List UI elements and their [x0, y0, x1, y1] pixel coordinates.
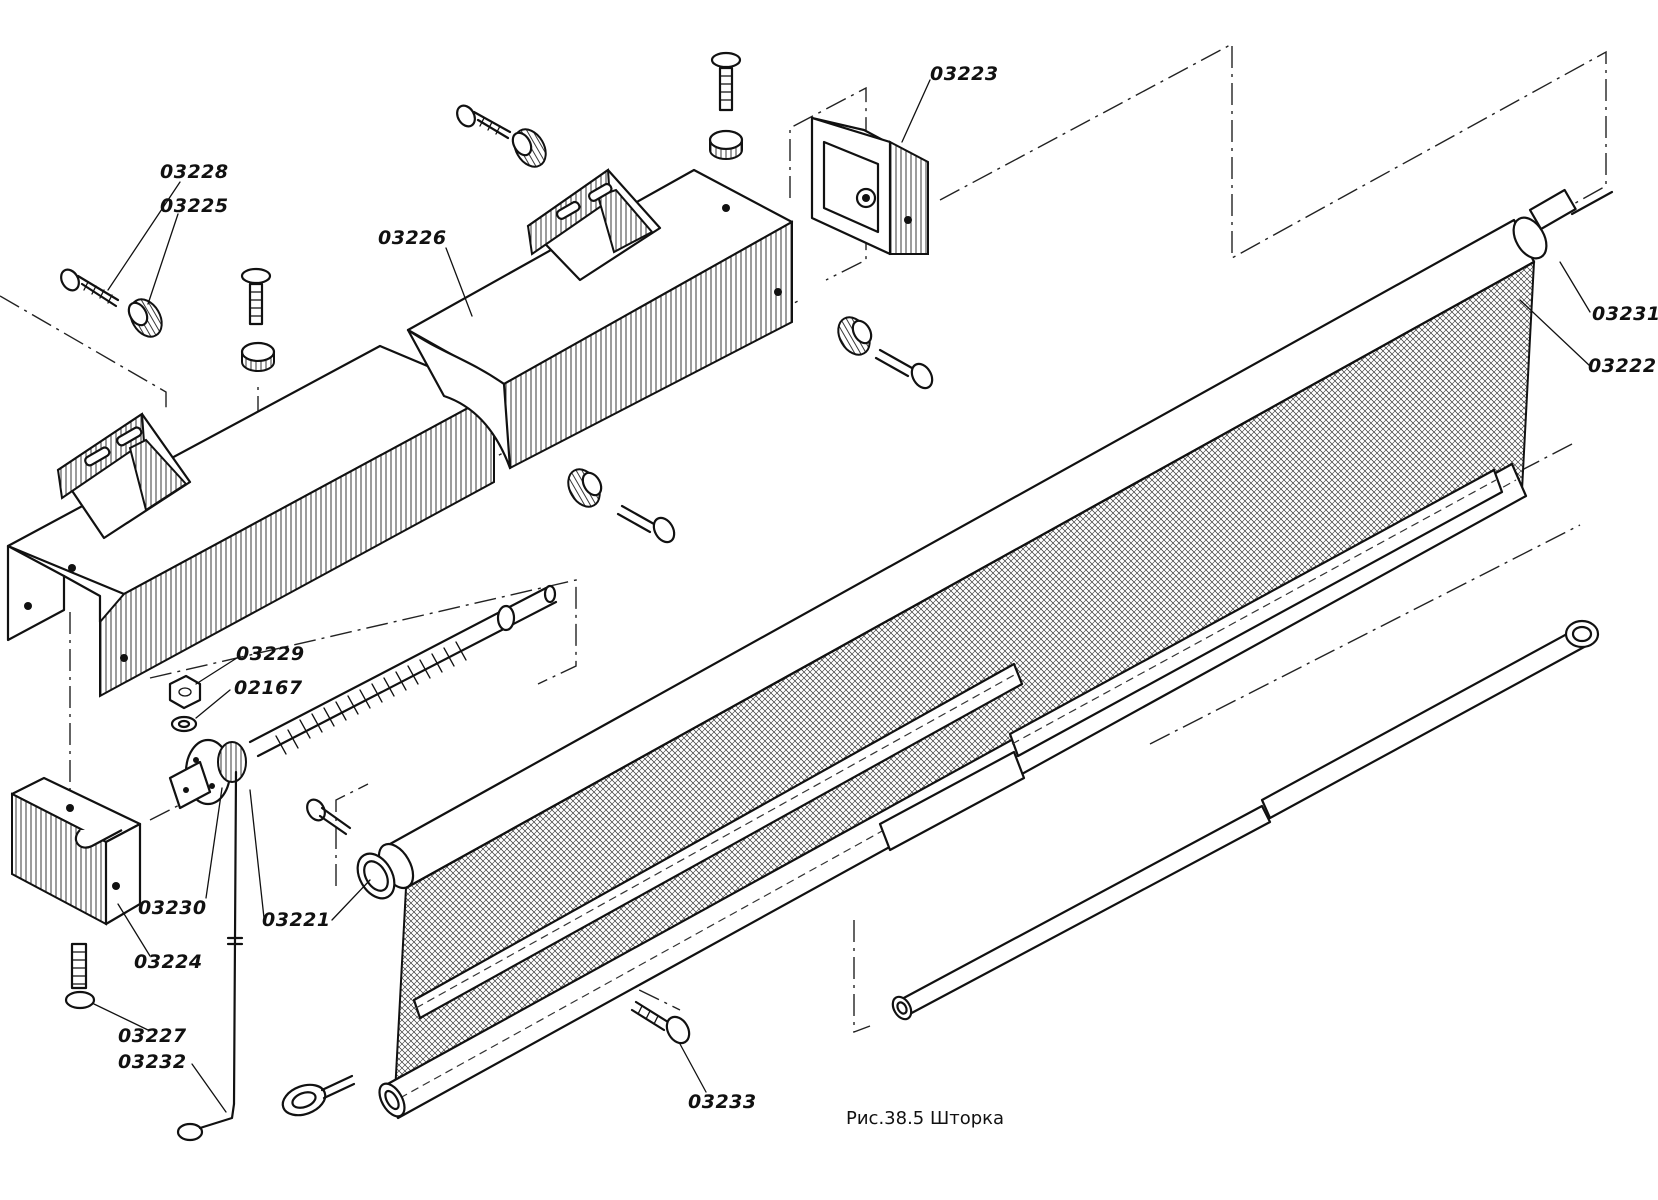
lower-rod [891, 619, 1600, 1021]
cord-end-ring [176, 1102, 236, 1142]
label-03229: 03229 [236, 643, 305, 665]
screw-03228 [60, 268, 120, 308]
screw-middle [567, 468, 676, 544]
label-03232: 03232 [118, 1051, 187, 1073]
pull-ring [281, 1074, 356, 1117]
label-03225: 03225 [160, 195, 229, 217]
washer-02167 [170, 715, 198, 733]
screw-03227 [64, 942, 96, 1010]
end-cap-03223 [810, 116, 930, 256]
end-block-03224 [10, 776, 142, 926]
screw-03233 [630, 1000, 691, 1045]
right-guide-rail [406, 168, 794, 470]
label-03231: 03231 [1592, 303, 1658, 325]
washer-03225 [127, 298, 163, 338]
screw-top-middle [456, 104, 547, 168]
label-03227: 03227 [118, 1025, 187, 1047]
telescopic-rod [412, 468, 1504, 1020]
spring-hub-03230 [168, 738, 247, 1106]
label-03233: 03233 [688, 1091, 757, 1113]
label-03230: 03230 [138, 897, 207, 919]
nut-03229 [168, 674, 202, 710]
leader-lines [93, 79, 1591, 1113]
label-03228: 03228 [160, 161, 229, 183]
label-03223: 03223 [930, 63, 999, 85]
label-03226: 03226 [378, 227, 447, 249]
fasteners [60, 51, 934, 1045]
screw-top-vertical [708, 51, 744, 160]
label-03224: 03224 [134, 951, 203, 973]
spring-shaft [248, 584, 558, 758]
screw-left-vertical [240, 267, 276, 372]
label-02167: 02167 [234, 677, 303, 699]
label-03222: 03222 [1588, 355, 1657, 377]
part-labels: 03228 03225 03226 03223 03231 03222 0322… [118, 63, 1658, 1113]
left-guide-rail [6, 344, 496, 698]
figure-caption: Рис.38.5 Шторка [846, 1108, 1005, 1129]
screw-roller-end [306, 798, 352, 836]
screw-right-rail [837, 316, 934, 390]
label-03221: 03221 [262, 909, 331, 931]
